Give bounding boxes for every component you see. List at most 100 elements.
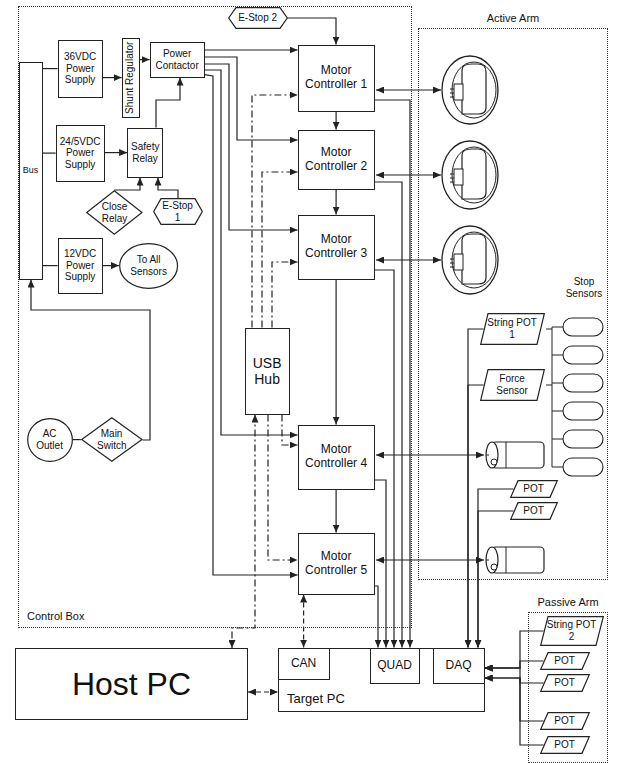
switch-hexagon: E-Stop 2 — [228, 7, 288, 29]
terminal-circle: To All Sensors — [119, 243, 178, 289]
connector — [272, 262, 298, 328]
node-label: Main Switch — [97, 428, 126, 451]
connector — [336, 190, 337, 215]
connector — [115, 178, 140, 191]
connector — [103, 265, 119, 266]
connector — [43, 68, 58, 69]
node-label: Passive Arm — [537, 596, 598, 609]
connector — [205, 64, 298, 230]
process-box: 12VDC Power Supply — [58, 238, 103, 294]
connector — [375, 182, 402, 648]
connector — [205, 70, 298, 435]
connector — [43, 265, 58, 266]
connector — [485, 668, 544, 683]
sensor-parallelogram: POT — [510, 502, 558, 520]
process-box: Motor Controller 5 — [298, 533, 375, 595]
node-label: Motor Controller 1 — [302, 64, 371, 92]
node-label: POT — [554, 655, 575, 667]
sensor-parallelogram: POT — [540, 736, 590, 754]
node-label: Active Arm — [487, 12, 540, 25]
sensor-parallelogram: String POT 2 — [540, 616, 604, 646]
node-label: Motor Controller 3 — [302, 233, 371, 261]
connector — [485, 661, 544, 668]
connector — [468, 385, 484, 648]
process-box: Safety Relay — [127, 128, 163, 178]
node-label: POT — [554, 739, 575, 751]
node-label: Control Box — [27, 610, 84, 623]
connector — [205, 49, 298, 50]
process-box: Target PC CAN QUAD DAQ — [278, 648, 485, 712]
node-label: POT — [523, 483, 544, 495]
connector — [31, 280, 150, 440]
connector — [43, 153, 56, 154]
node-label: Close Relay — [102, 201, 128, 224]
node-label: DAQ — [446, 659, 472, 673]
connector — [140, 59, 150, 60]
connector — [336, 280, 337, 425]
node-label: To All Sensors — [130, 254, 167, 277]
node-label: Target PC — [287, 692, 345, 707]
sensor-parallelogram: POT — [510, 480, 558, 498]
node-label: Power Contactor — [154, 48, 201, 71]
connector — [262, 172, 298, 328]
node-label: POT — [523, 505, 544, 517]
sensor-parallelogram: String POT 1 — [480, 313, 545, 345]
node-label: QUAD — [377, 659, 412, 673]
motor — [442, 226, 498, 294]
connector — [375, 270, 394, 648]
stop-sensor — [563, 318, 603, 476]
node-label: 36VDC Power Supply — [62, 51, 99, 86]
annotation-label: Stop Sensors — [560, 276, 608, 299]
node-label: POT — [554, 677, 575, 689]
connector — [336, 112, 337, 130]
node-label: AC Outlet — [36, 428, 63, 451]
node-label: E-Stop 2 — [238, 12, 277, 24]
node-label: 24/5VDC Power Supply — [60, 136, 101, 171]
connector — [205, 75, 298, 575]
node-label: USB Hub — [249, 355, 286, 387]
connector — [73, 439, 81, 440]
node-label: Bus — [23, 165, 39, 175]
connector — [252, 95, 298, 328]
process-box: Power Contactor — [150, 42, 205, 78]
connector — [288, 18, 336, 45]
connector — [468, 329, 484, 648]
sensor-parallelogram: POT — [540, 712, 590, 730]
process-box: USB Hub — [245, 328, 290, 415]
node-label: Force Sensor — [487, 373, 538, 396]
process-box: Shunt Regulator — [122, 38, 140, 118]
connector — [478, 489, 514, 648]
node-label: E-Stop 1 — [162, 200, 194, 223]
connector — [336, 490, 337, 533]
motor — [486, 442, 544, 468]
motor — [486, 547, 544, 573]
sensor-parallelogram: Force Sensor — [480, 369, 545, 401]
terminal-circle: AC Outlet — [27, 418, 73, 462]
motor — [442, 141, 498, 209]
connector — [375, 586, 378, 648]
connector — [303, 595, 304, 648]
process-box: CAN — [278, 648, 330, 680]
connector — [158, 178, 178, 199]
node-label: Shunt Regulator — [125, 41, 137, 113]
connector — [232, 415, 255, 648]
node-label: 12VDC Power Supply — [62, 248, 99, 283]
node-label: CAN — [291, 657, 316, 671]
region-outline: Passive ArmString POT 2POTPOTPOTPOT — [528, 612, 608, 763]
connector — [485, 678, 544, 745]
process-box: QUAD — [370, 648, 420, 684]
connector — [282, 415, 298, 445]
connector — [103, 77, 122, 78]
node-label: Host PC — [72, 666, 191, 703]
process-box: Motor Controller 1 — [298, 45, 375, 112]
region-outline: Active ArmString POT 1Force SensorPOTPOT — [418, 28, 608, 580]
process-box: 24/5VDC Power Supply — [56, 125, 105, 182]
stop-sensor-wiring — [546, 327, 563, 467]
process-box: DAQ — [433, 648, 485, 684]
node-label: POT — [554, 715, 575, 727]
node-label: Motor Controller 4 — [302, 443, 371, 471]
sensor-parallelogram: POT — [540, 674, 590, 692]
connector — [105, 152, 128, 153]
process-box: Motor Controller 2 — [298, 130, 375, 190]
switch-hexagon: E-Stop 1 — [153, 198, 203, 225]
